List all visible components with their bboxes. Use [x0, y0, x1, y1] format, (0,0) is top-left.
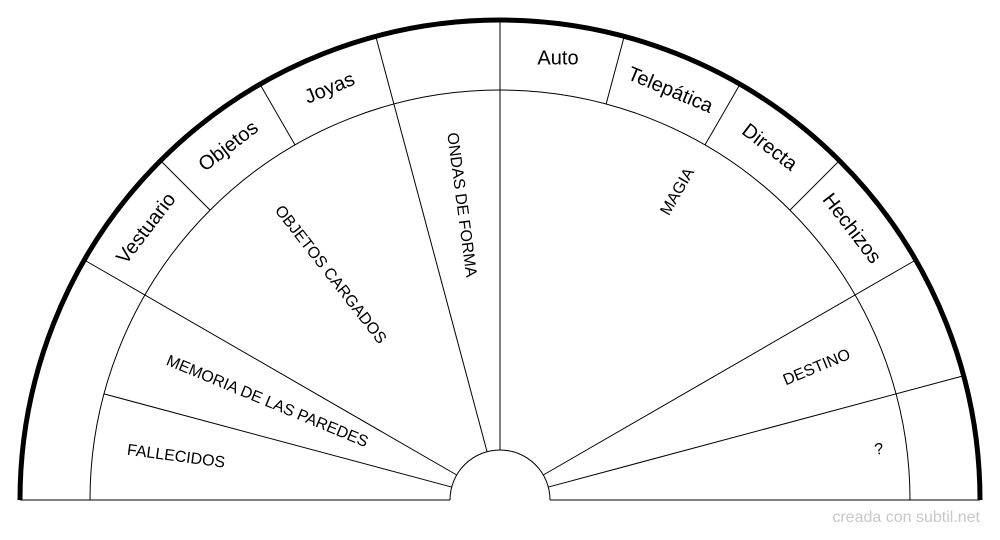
ring-label-directa: Directa [738, 119, 802, 176]
sector-label-fallecidos: FALLECIDOS [126, 442, 226, 472]
divider-lines [84, 20, 964, 488]
ring-label-objetos: Objetos [195, 117, 263, 176]
sector-label-memoria: MEMORIA DE LAS PAREDES [164, 352, 371, 451]
sector-label-ondas: ONDAS DE FORMA [443, 132, 479, 279]
divider-line [84, 259, 457, 476]
divider-line [543, 259, 916, 476]
sector-label-unknown: ? [873, 441, 884, 459]
sector-label-magia: MAGIA [658, 165, 699, 218]
sector-label-objetos-cargados: OBJETOS CARGADOS [271, 202, 389, 347]
divider-line [789, 160, 840, 211]
ring-label-auto: Auto [537, 47, 578, 69]
divider-line [103, 393, 452, 488]
divider-line [605, 36, 625, 105]
divider-line [160, 160, 211, 211]
center-semicircle [449, 449, 551, 501]
sector-label-destino: DESTINO [781, 346, 853, 389]
divider-line [548, 375, 964, 488]
footer-credit: creada con subtil.net [832, 509, 980, 526]
divider-line [375, 36, 488, 452]
divider-line [259, 84, 296, 146]
ring-label-telepatica: Telepática [624, 63, 716, 118]
ring-label-joyas: Joyas [301, 68, 358, 108]
divider-line [704, 84, 741, 146]
